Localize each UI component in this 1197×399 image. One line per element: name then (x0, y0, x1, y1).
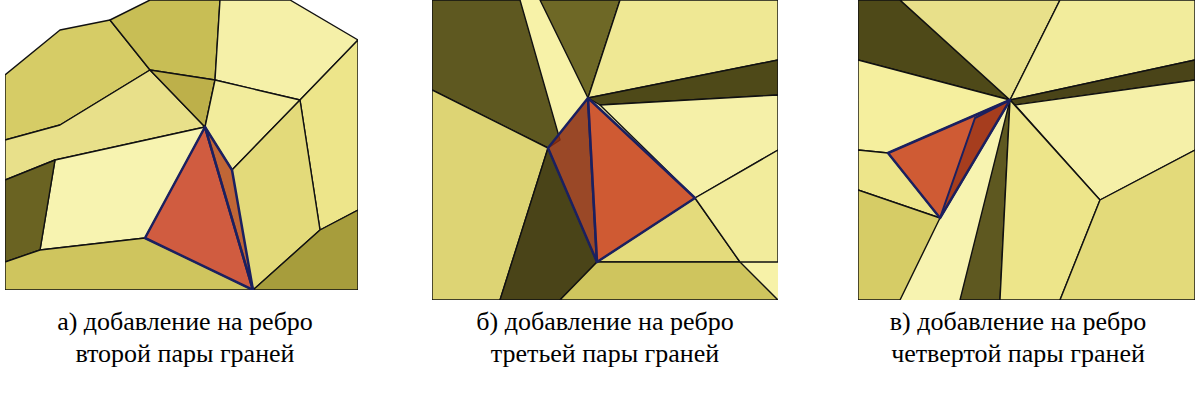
polyhedron-c (858, 0, 1195, 300)
caption: а) добавление на ребро второй пары гране… (25, 306, 345, 370)
caption: б) добавление на ребро третьей пары гран… (445, 306, 765, 370)
polyhedron-b (432, 0, 778, 300)
caption: в) добавление на ребро четвертой пары гр… (858, 306, 1178, 370)
polyhedron-a (5, 0, 358, 290)
